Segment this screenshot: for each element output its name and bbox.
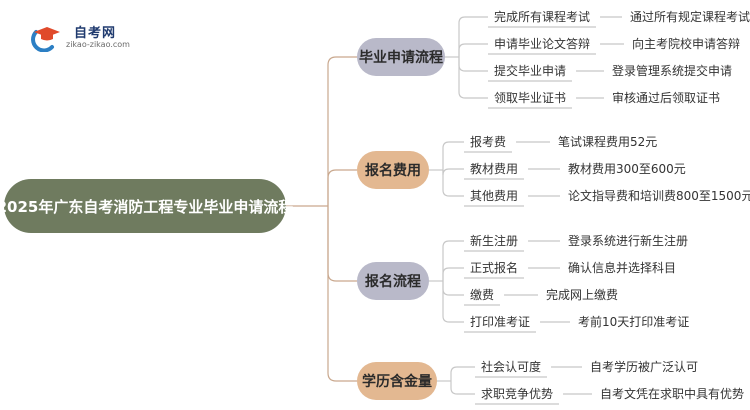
detail-receive-certificate: 审核通过后领取证书 <box>612 91 721 105</box>
leaf-complete-exams: 完成所有课程考试 <box>494 10 591 24</box>
connector-line <box>458 43 488 57</box>
connector-line <box>327 206 357 282</box>
connector-line <box>458 57 488 72</box>
connector-line <box>458 16 488 57</box>
connector-line <box>458 57 488 99</box>
leaf-textbook-fee: 教材费用 <box>470 162 519 176</box>
leaf-receive-certificate: 领取毕业证书 <box>494 91 567 105</box>
connector-line <box>442 267 464 281</box>
leaf-social-recognition: 社会认可度 <box>481 360 542 374</box>
branch-graduation-process: 毕业申请流程 <box>357 38 445 76</box>
leaf-print-admission-ticket: 打印准考证 <box>470 315 531 329</box>
connector-line <box>450 381 475 395</box>
connector-line <box>327 206 357 382</box>
logo-url: zikao-zikao.com <box>66 40 130 49</box>
graduation-cap-icon <box>31 27 60 52</box>
leaf-formal-registration: 正式报名 <box>470 261 519 275</box>
leaf-new-student-registration: 新生注册 <box>470 234 519 248</box>
branch-registration-fees: 报名费用 <box>357 151 429 189</box>
connector-line <box>442 170 464 197</box>
detail-formal-registration: 确认信息并选择科目 <box>568 261 677 275</box>
detail-new-student-registration: 登录系统进行新生注册 <box>568 234 689 248</box>
detail-complete-exams: 通过所有规定课程考试 <box>630 10 750 24</box>
detail-print-admission-ticket: 考前10天打印准考证 <box>578 315 690 329</box>
connector-line <box>327 56 357 206</box>
connector-line <box>442 168 464 176</box>
leaf-exam-fee: 报考费 <box>470 135 507 149</box>
leaf-other-fees: 其他费用 <box>470 189 519 203</box>
connector-line <box>442 141 464 170</box>
leaf-submit-application: 提交毕业申请 <box>494 64 567 78</box>
leaf-job-advantage: 求职竞争优势 <box>481 387 554 401</box>
detail-textbook-fee: 教材费用300至600元 <box>568 162 686 176</box>
detail-exam-fee: 笔试课程费用52元 <box>558 135 658 149</box>
connector-line <box>450 366 475 381</box>
detail-job-advantage: 自考文凭在求职中具有优势 <box>600 387 745 401</box>
connector-line <box>442 281 464 323</box>
detail-other-fees: 论文指导费和培训费800至1500元 <box>568 189 750 203</box>
connector-line <box>327 169 357 206</box>
detail-payment: 完成网上缴费 <box>546 288 619 302</box>
detail-social-recognition: 自考学历被广泛认可 <box>590 360 699 374</box>
leaf-thesis-defense: 申请毕业论文答辩 <box>494 37 591 51</box>
detail-thesis-defense: 向主考院校申请答辩 <box>632 37 741 51</box>
logo-title: 自考网 <box>74 26 117 41</box>
root-node: 2025年广东自考消防工程专业毕业申请流程 <box>0 179 293 233</box>
branch-registration-process: 报名流程 <box>357 262 429 300</box>
detail-submit-application: 登录管理系统提交申请 <box>612 64 733 78</box>
leaf-payment: 缴费 <box>470 288 495 302</box>
branch-degree-value: 学历含金量 <box>357 362 437 400</box>
connector-line <box>442 281 464 296</box>
site-logo[interactable]: 自考网 zikao-zikao.com <box>30 20 150 54</box>
connector-line <box>442 240 464 281</box>
